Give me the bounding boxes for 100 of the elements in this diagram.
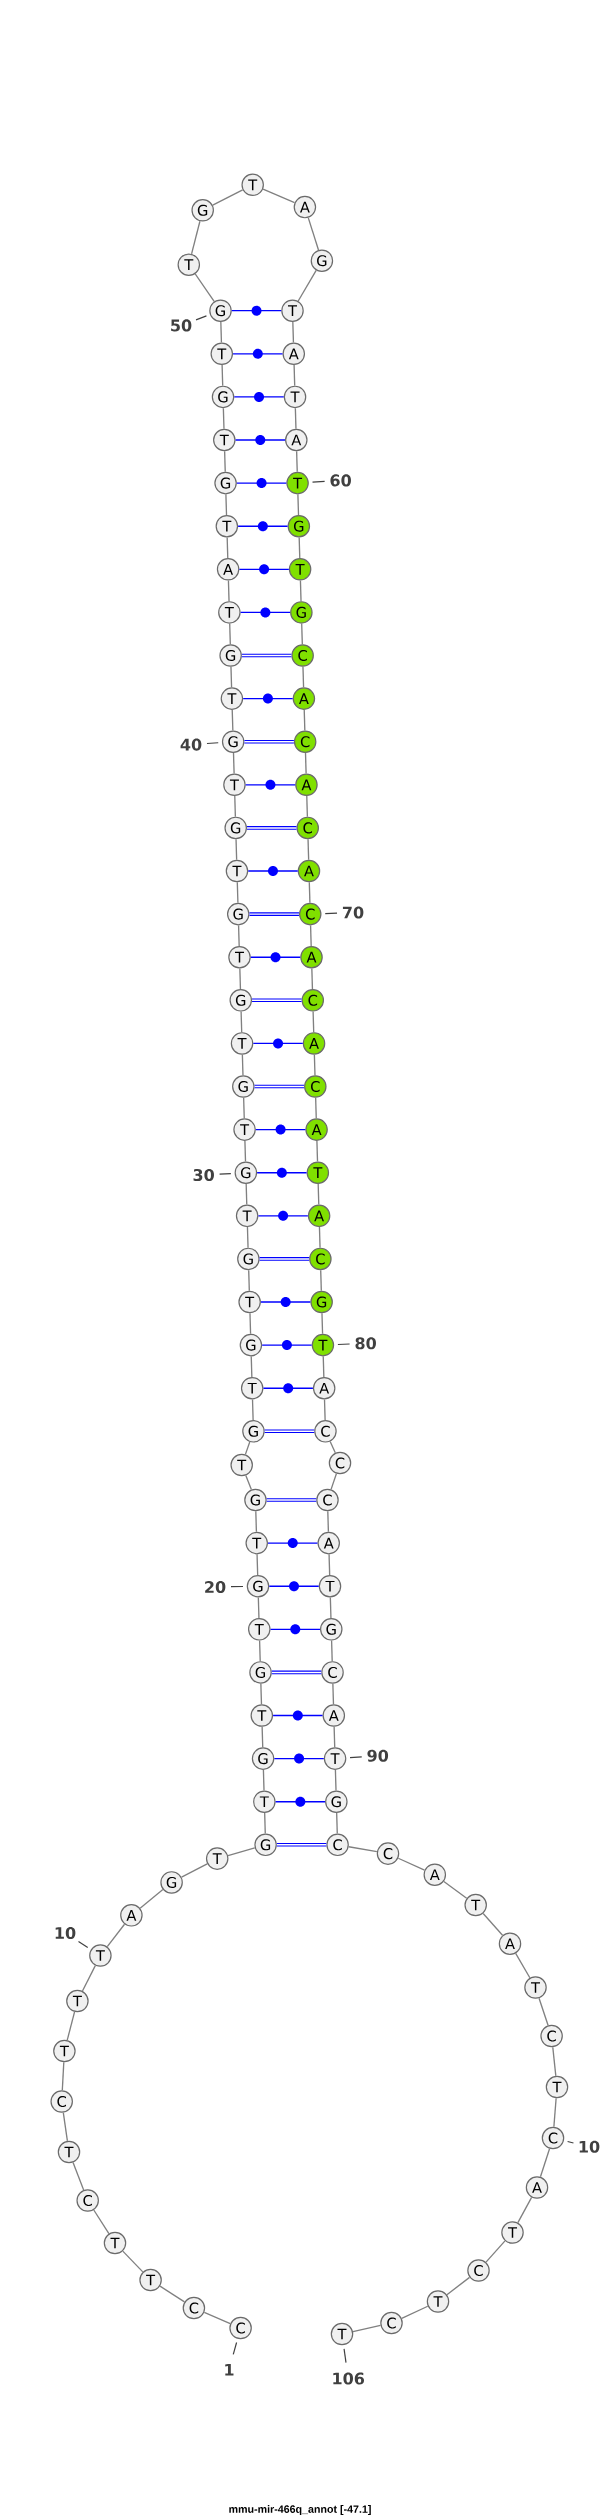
backbone-line: [62, 2112, 69, 2142]
backbone-line: [250, 1355, 253, 1378]
backbone-line: [443, 1880, 468, 1899]
backbone-line: [312, 1010, 315, 1033]
base-pair-line: [243, 739, 295, 744]
backbone-line: [328, 1553, 331, 1576]
base-pair-line: [272, 1710, 324, 1721]
base-pair-line: [256, 1167, 308, 1178]
backbone-line: [294, 407, 297, 430]
backbone-line: [222, 407, 225, 430]
backbone-line: [301, 623, 303, 645]
backbone-line: [81, 1964, 96, 1992]
backbone-line: [297, 493, 300, 516]
backbone-line: [515, 1952, 531, 1979]
backbone-line: [538, 1997, 549, 2026]
backbone-line: [321, 1312, 324, 1335]
base-pair-line: [246, 826, 298, 830]
backbone-line: [230, 666, 233, 688]
backbone-line: [334, 1769, 337, 1792]
backbone-line: [397, 1857, 426, 1871]
base-pair-line: [250, 952, 301, 963]
backbone-line: [317, 1183, 320, 1206]
backbone-line: [257, 1596, 260, 1619]
backbone-line: [539, 2148, 551, 2178]
base-pair-line: [266, 1498, 317, 1502]
base-pair-line: [252, 1038, 304, 1049]
base-pair-line: [276, 1843, 328, 1847]
backbone-line: [106, 1923, 126, 1948]
backbone-line: [235, 838, 238, 861]
backbone-line: [237, 924, 240, 947]
backbone-line: [316, 1140, 319, 1163]
position-number: 30: [193, 1168, 214, 1182]
backbone-line: [239, 967, 242, 990]
backbone-line: [306, 795, 309, 818]
backbone-line: [255, 1510, 258, 1533]
backbone-line: [221, 364, 224, 387]
base-pair-line: [242, 693, 294, 704]
backbone-line: [249, 1312, 252, 1335]
base-pair-line: [262, 1383, 314, 1394]
backbone-line: [297, 269, 317, 302]
position-number: 1: [225, 2363, 234, 2376]
backbone-line: [251, 1398, 254, 1421]
backbone-line: [245, 1183, 248, 1206]
backbone-line: [311, 967, 314, 990]
base-pair-line: [267, 1538, 319, 1549]
backbone-line: [212, 189, 244, 206]
backbone-line: [223, 450, 226, 473]
base-pair-line: [271, 1670, 322, 1675]
position-number: 50: [171, 319, 192, 332]
backbone-line: [318, 1226, 321, 1249]
backbone-line: [552, 2046, 557, 2077]
backbone-line: [401, 2305, 429, 2319]
position-number: 80: [355, 1337, 376, 1350]
backbone-line: [220, 321, 223, 344]
backbone-line: [322, 1355, 325, 1378]
backbone-line: [231, 709, 234, 732]
backbone-line: [333, 1726, 336, 1749]
backbone-line: [330, 1473, 338, 1490]
position-number: 106: [333, 2372, 365, 2385]
backbone-line: [303, 709, 306, 732]
backbone-line: [66, 2011, 76, 2041]
backbone-line: [327, 1510, 330, 1533]
backbone-line: [248, 1269, 250, 1292]
base-pair-line: [248, 912, 300, 916]
backbone-line: [262, 1769, 265, 1792]
base-pair-line: [241, 653, 293, 658]
backbone-line: [244, 1140, 247, 1163]
backbone-line: [256, 1553, 259, 1576]
backbone-line: [329, 1596, 332, 1619]
backbone-line: [139, 1888, 164, 1909]
backbone-line: [332, 1683, 335, 1705]
position-number: 40: [180, 738, 202, 751]
base-pair-line: [255, 1124, 306, 1135]
base-pair-line: [236, 478, 287, 489]
backbone-line: [93, 2209, 110, 2235]
backbone-line: [122, 2250, 144, 2273]
backbone-line: [330, 1639, 333, 1662]
position-number: 60: [330, 474, 351, 487]
base-pair-line: [247, 866, 299, 876]
backbone-line: [246, 1226, 249, 1249]
backbone-line: [260, 1683, 263, 1705]
backbone-line: [242, 1097, 245, 1119]
backbone-line: [517, 2196, 533, 2224]
backbone-line: [315, 1097, 317, 1119]
position-number: 90: [367, 1749, 389, 1762]
base-pair-line: [269, 1624, 321, 1635]
base-pair-line: [234, 435, 286, 445]
base-pair-line: [253, 1084, 305, 1089]
backbone-line: [61, 2061, 65, 2091]
position-number: 10: [55, 1926, 76, 1940]
backbone-line: [229, 623, 231, 645]
caption: mmu-mir-466q_annot [-47.1]: [229, 2505, 371, 2515]
backbone-line: [329, 1440, 336, 1454]
base-pair-line: [264, 1429, 315, 1434]
backbone-line: [245, 1474, 252, 1491]
backbone-line: [292, 321, 295, 344]
backbone-line: [302, 666, 305, 688]
backbone-line: [159, 2285, 186, 2303]
base-pair-line: [232, 348, 284, 359]
backbone-line: [323, 1398, 326, 1421]
